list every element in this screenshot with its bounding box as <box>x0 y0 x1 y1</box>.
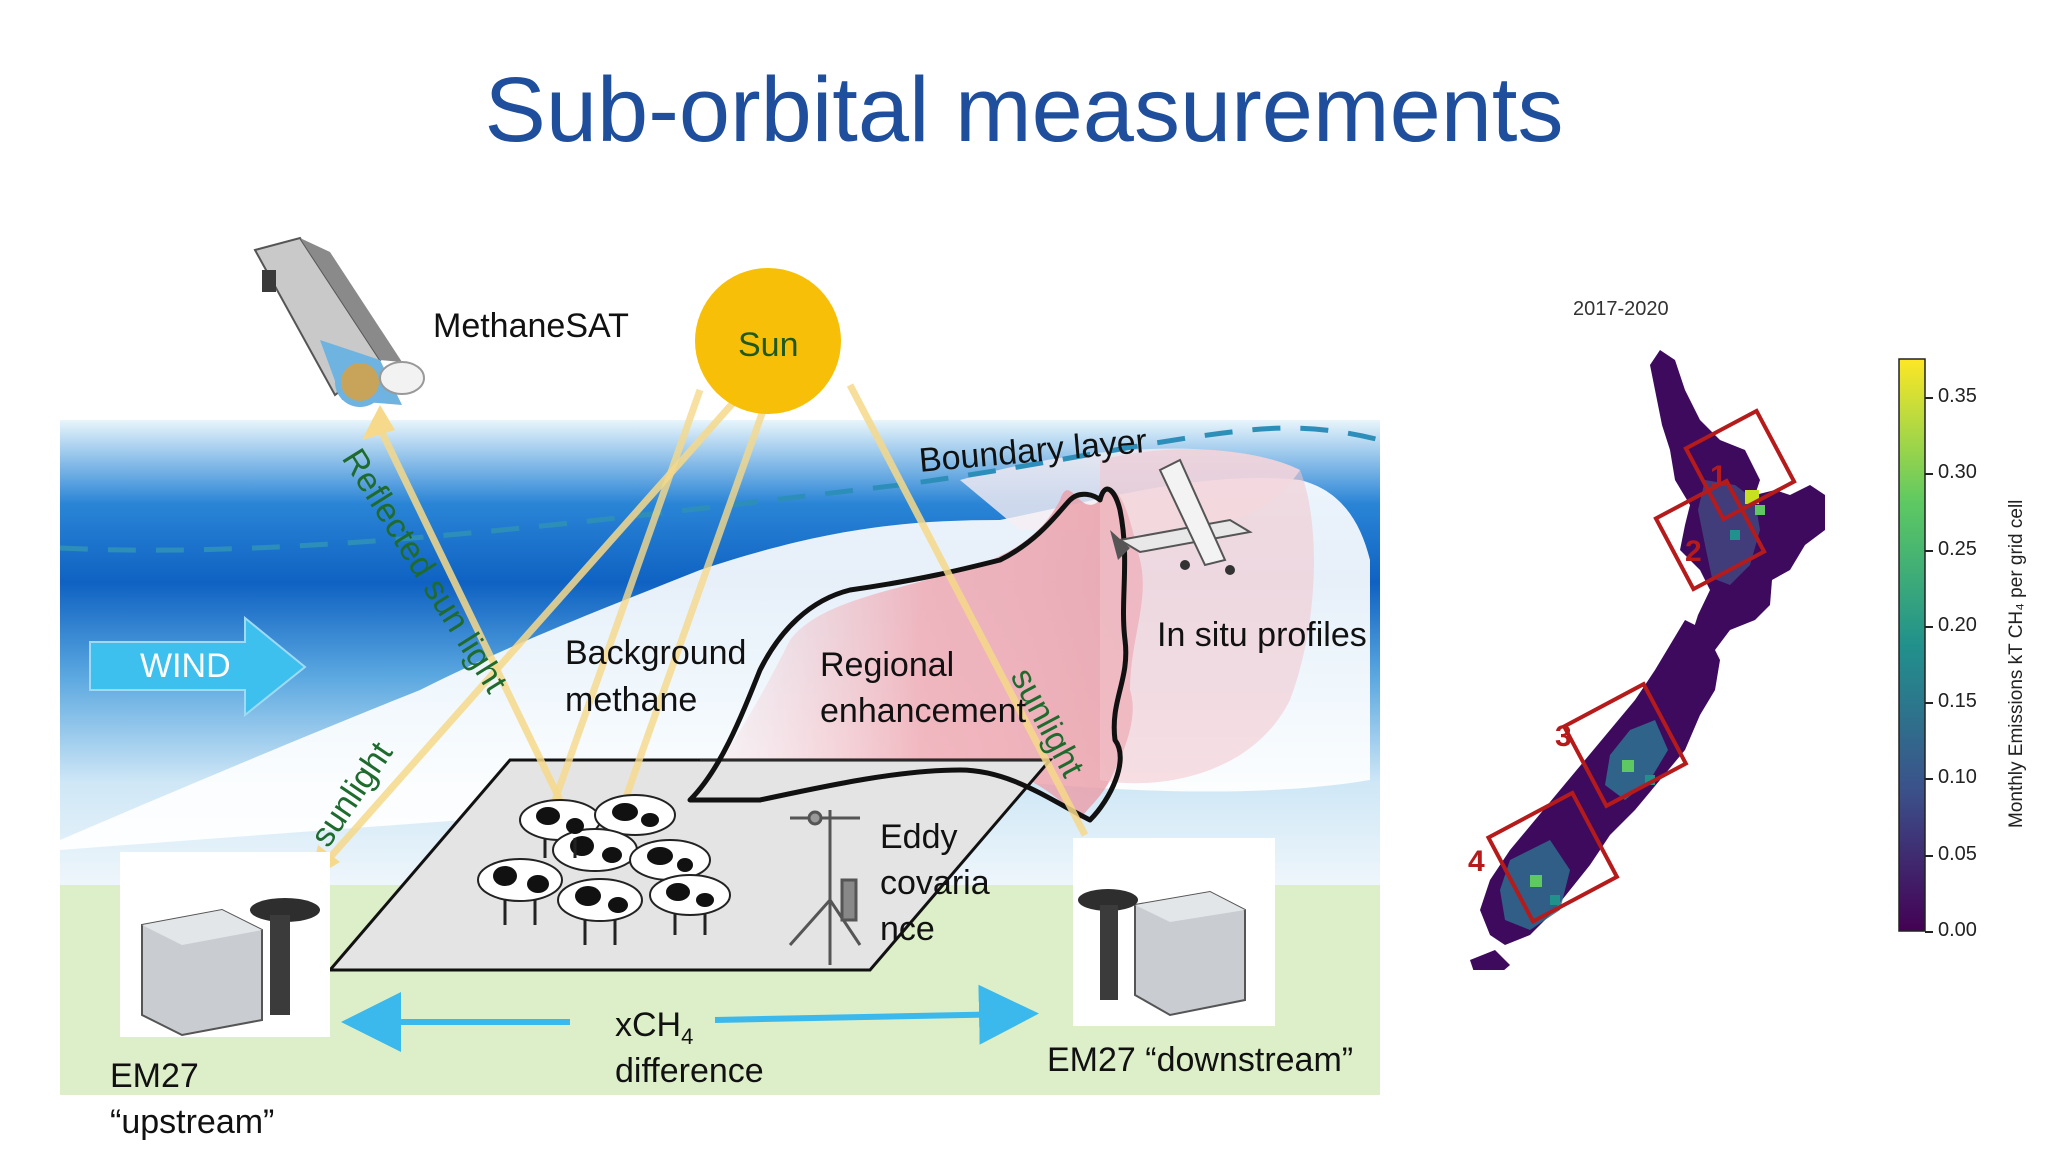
airplane-icon <box>1110 458 1253 575</box>
colorbar-tick-mark <box>1925 549 1933 552</box>
cattle-herd <box>477 794 731 945</box>
colorbar-tick-label: 0.30 <box>1938 461 1977 484</box>
em27-upstream-instrument <box>120 852 330 1037</box>
nz-emissions-map <box>1470 350 1825 970</box>
xch4-label: xCH4 <box>615 1002 693 1060</box>
map-box-1 <box>1683 408 1797 522</box>
sun-label: Sun <box>738 326 799 364</box>
background-methane-label-line2: methane <box>565 681 698 719</box>
regional-enhancement-label-line1: Regional <box>820 646 955 684</box>
eddy-covariance-tower <box>788 810 862 965</box>
difference-label: difference <box>615 1052 764 1090</box>
slide-title: Sub-orbital measurements <box>484 59 1564 161</box>
regional-enhancement-outline <box>687 486 1129 823</box>
colorbar-tick-label: 0.15 <box>1938 690 1977 713</box>
colorbar-tick-mark <box>1925 931 1933 933</box>
em27-downstream-instrument <box>1073 838 1275 1026</box>
xch4-subscript: 4 <box>681 1023 694 1049</box>
xch4-main-text: xCH <box>615 1006 682 1044</box>
map-box-label-4: 4 <box>1468 845 1485 878</box>
colorbar-tick-mark <box>1925 702 1933 705</box>
regional-enhancement-label-line2: enhancement <box>820 692 1027 730</box>
map-box-label-2: 2 <box>1685 535 1702 568</box>
colorbar-tick-mark <box>1925 778 1933 781</box>
em27-downstream-label: EM27 “downstream” <box>1047 1041 1354 1079</box>
colorbar-tick-mark <box>1925 473 1933 476</box>
reflected-light-beam <box>371 416 564 802</box>
map-period-label: 2017-2020 <box>1573 298 1669 320</box>
wind-arrow <box>89 615 307 718</box>
map-box-4 <box>1485 790 1620 925</box>
methanesat-icon <box>253 236 425 407</box>
colorbar-tick-label: 0.25 <box>1938 537 1977 560</box>
map-box-2 <box>1653 478 1767 592</box>
in-situ-profiles-label: In situ profiles <box>1157 616 1367 654</box>
wind-label: WIND <box>140 647 231 685</box>
map-box-3 <box>1561 681 1689 809</box>
colorbar-tick-mark <box>1925 625 1933 628</box>
em27-upstream-label-line2: “upstream” <box>110 1103 275 1141</box>
map-box-label-3: 3 <box>1555 720 1572 753</box>
map-box-label-1: 1 <box>1710 460 1727 493</box>
sunlight-beam-right <box>846 383 1089 837</box>
sun-disc <box>695 268 841 414</box>
eddy-covariance-label-line1: Eddy <box>880 818 958 856</box>
eddy-covariance-label-line3: nce <box>880 910 935 948</box>
em27-upstream-label-line1: EM27 <box>110 1057 199 1095</box>
colorbar-tick-label: 0.10 <box>1938 766 1977 789</box>
colorbar-tick-label: 0.20 <box>1938 613 1977 636</box>
eddy-covariance-label-line2: covaria <box>880 864 990 902</box>
background-methane-label-line1: Background <box>565 634 747 672</box>
colorbar-tick-mark <box>1925 854 1933 857</box>
colorbar-tick-label: 0.35 <box>1938 385 1977 408</box>
boundary-layer-line <box>59 425 1381 553</box>
colorbar <box>1898 358 1926 932</box>
colorbar-tick-label: 0.00 <box>1938 919 1977 941</box>
colorbar-label: Monthly Emissions kT CH₄ per grid cell <box>2006 499 2027 828</box>
difference-arrow-right <box>714 984 1039 1045</box>
methanesat-label: MethaneSAT <box>433 307 629 345</box>
colorbar-tick-mark <box>1925 397 1933 400</box>
colorbar-tick-label: 0.05 <box>1938 842 1977 865</box>
sunlight-beam-center <box>551 388 704 802</box>
